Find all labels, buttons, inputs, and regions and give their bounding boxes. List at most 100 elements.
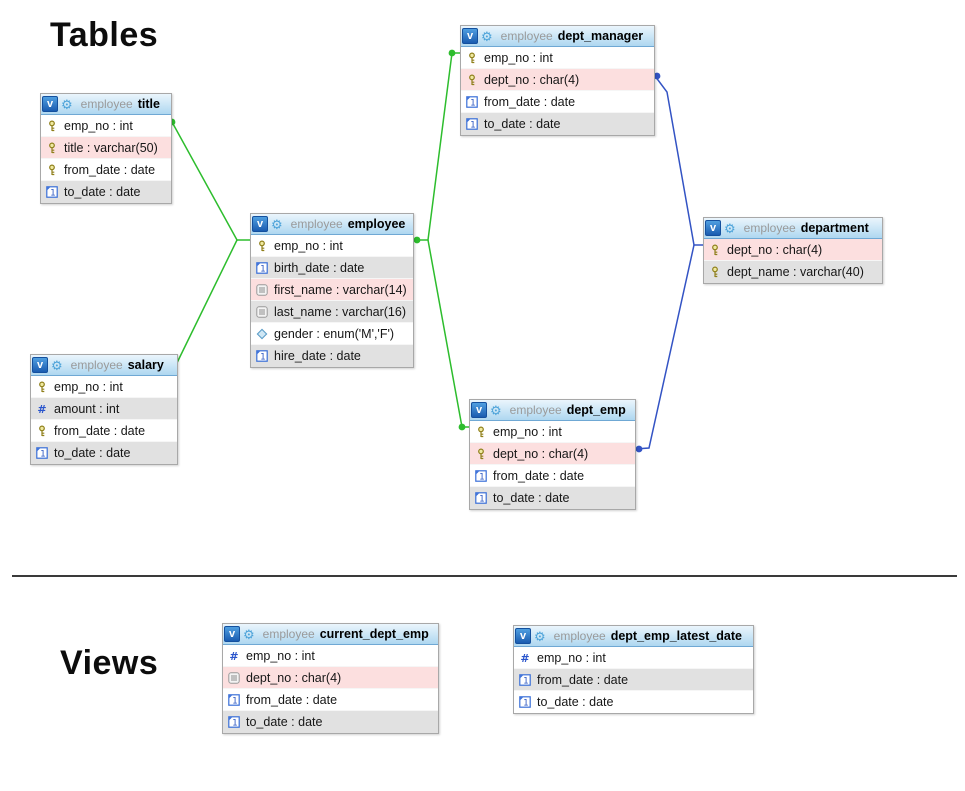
column-label: title : varchar(50) <box>64 140 158 155</box>
key-icon <box>466 74 478 86</box>
relationship-line <box>427 239 469 428</box>
key-icon <box>46 142 58 154</box>
gear-icon: ⚙ <box>243 626 255 642</box>
gear-icon: ⚙ <box>271 216 283 232</box>
column-label: dept_name : varchar(40) <box>727 265 864 279</box>
column-row[interactable]: emp_no : int <box>470 421 635 443</box>
numeric-icon: # <box>36 403 48 415</box>
column-row[interactable]: 1 from_date : date <box>514 669 753 691</box>
schema-name-label: employee <box>500 29 553 43</box>
view-dept_emp_latest_date[interactable]: v ⚙ employee dept_emp_latest_date # emp_… <box>513 625 754 714</box>
calendar-icon: 1 <box>46 186 58 198</box>
column-row[interactable]: 1 from_date : date <box>470 465 635 487</box>
svg-text:#: # <box>520 652 529 664</box>
column-label: from_date : date <box>64 162 156 177</box>
view-badge-icon: v <box>705 220 721 236</box>
column-row[interactable]: 1 from_date : date <box>461 91 654 113</box>
column-row[interactable]: 1 birth_date : date <box>251 257 413 279</box>
table-employee[interactable]: v ⚙ employee employee emp_no : int 1 bir… <box>250 213 414 368</box>
views-section-heading: Views <box>60 644 159 682</box>
key-icon <box>709 266 721 278</box>
entity-header[interactable]: v ⚙ employee dept_emp <box>470 400 635 421</box>
column-label: from_date : date <box>246 692 338 707</box>
entity-header[interactable]: v ⚙ employee salary <box>31 355 177 376</box>
column-label: to_date : date <box>64 185 141 199</box>
column-row[interactable]: dept_no : char(4) <box>470 443 635 465</box>
column-row[interactable]: 1 to_date : date <box>470 487 635 509</box>
table-dept_emp[interactable]: v ⚙ employee dept_emp emp_no : int dept_… <box>469 399 636 510</box>
column-label: gender : enum('M','F') <box>274 326 395 341</box>
column-row[interactable]: title : varchar(50) <box>41 137 171 159</box>
column-row[interactable]: # amount : int <box>31 398 177 420</box>
column-label: hire_date : date <box>274 349 361 363</box>
column-row[interactable]: 1 to_date : date <box>461 113 654 135</box>
column-label: amount : int <box>54 401 120 416</box>
calendar-icon: 1 <box>228 693 240 706</box>
entity-name-label: dept_emp <box>566 403 626 417</box>
view-current_dept_emp[interactable]: v ⚙ employee current_dept_emp # emp_no :… <box>222 623 439 734</box>
schema-name-label: employee <box>80 97 133 111</box>
column-row[interactable]: dept_no : char(4) <box>223 667 438 689</box>
column-row[interactable]: 1 hire_date : date <box>251 345 413 367</box>
entity-header[interactable]: v ⚙ employee current_dept_emp <box>223 624 438 645</box>
svg-text:#: # <box>229 650 238 662</box>
text-icon <box>228 671 240 684</box>
column-row[interactable]: first_name : varchar(14) <box>251 279 413 301</box>
entity-header[interactable]: v ⚙ employee title <box>41 94 171 115</box>
column-row[interactable]: from_date : date <box>31 420 177 442</box>
key-icon <box>36 425 48 437</box>
entity-header[interactable]: v ⚙ employee department <box>704 218 882 239</box>
view-badge-icon: v <box>515 628 531 644</box>
gear-icon: ⚙ <box>534 628 546 644</box>
table-dept_manager[interactable]: v ⚙ employee dept_manager emp_no : int d… <box>460 25 655 136</box>
entity-name-label: title <box>137 97 160 111</box>
column-list: emp_no : int dept_no : char(4) 1 from_da… <box>461 47 654 135</box>
column-row[interactable]: 1 to_date : date <box>41 181 171 203</box>
column-row[interactable]: dept_no : char(4) <box>704 239 882 261</box>
column-row[interactable]: dept_name : varchar(40) <box>704 261 882 283</box>
relationship-endpoint-dot <box>458 423 466 431</box>
column-row[interactable]: gender : enum('M','F') <box>251 323 413 345</box>
column-row[interactable]: emp_no : int <box>251 235 413 257</box>
schema-name-label: employee <box>290 217 343 231</box>
column-row[interactable]: 1 to_date : date <box>31 442 177 464</box>
column-row[interactable]: emp_no : int <box>31 376 177 398</box>
entity-header[interactable]: v ⚙ employee dept_emp_latest_date <box>514 626 753 647</box>
entity-name-label: employee <box>347 217 406 231</box>
column-label: from_date : date <box>493 468 585 483</box>
column-list: emp_no : int title : varchar(50) from_da… <box>41 115 171 203</box>
view-badge-icon: v <box>252 216 268 232</box>
entity-header[interactable]: v ⚙ employee dept_manager <box>461 26 654 47</box>
column-row[interactable]: 1 to_date : date <box>514 691 753 713</box>
column-row[interactable]: # emp_no : int <box>223 645 438 667</box>
schema-name-label: employee <box>743 221 796 235</box>
relationship-endpoint-dot <box>448 49 456 57</box>
text-icon <box>256 305 268 318</box>
key-icon <box>36 381 48 393</box>
column-row[interactable]: from_date : date <box>41 159 171 181</box>
column-label: dept_no : char(4) <box>246 670 342 685</box>
column-row[interactable]: dept_no : char(4) <box>461 69 654 91</box>
entity-header[interactable]: v ⚙ employee employee <box>251 214 413 235</box>
column-label: emp_no : int <box>246 648 315 663</box>
gear-icon: ⚙ <box>724 220 736 236</box>
column-row[interactable]: 1 from_date : date <box>223 689 438 711</box>
column-row[interactable]: emp_no : int <box>461 47 654 69</box>
column-label: dept_no : char(4) <box>484 72 580 87</box>
column-row[interactable]: # emp_no : int <box>514 647 753 669</box>
column-list: # emp_no : int 1 from_date : date 1 to_d… <box>514 647 753 713</box>
column-row[interactable]: last_name : varchar(16) <box>251 301 413 323</box>
entity-name-label: dept_emp_latest_date <box>610 629 742 643</box>
column-list: emp_no : int 1 birth_date : date first_n… <box>251 235 413 367</box>
column-row[interactable]: 1 to_date : date <box>223 711 438 733</box>
svg-text:1: 1 <box>50 189 55 198</box>
calendar-icon: 1 <box>228 716 240 728</box>
relationship-line <box>634 244 695 450</box>
svg-text:1: 1 <box>523 699 528 708</box>
table-salary[interactable]: v ⚙ employee salary emp_no : int # amoun… <box>30 354 178 465</box>
column-label: emp_no : int <box>484 50 553 65</box>
column-row[interactable]: emp_no : int <box>41 115 171 137</box>
calendar-icon: 1 <box>466 118 478 130</box>
table-title[interactable]: v ⚙ employee title emp_no : int title : … <box>40 93 172 204</box>
table-department[interactable]: v ⚙ employee department dept_no : char(4… <box>703 217 883 284</box>
